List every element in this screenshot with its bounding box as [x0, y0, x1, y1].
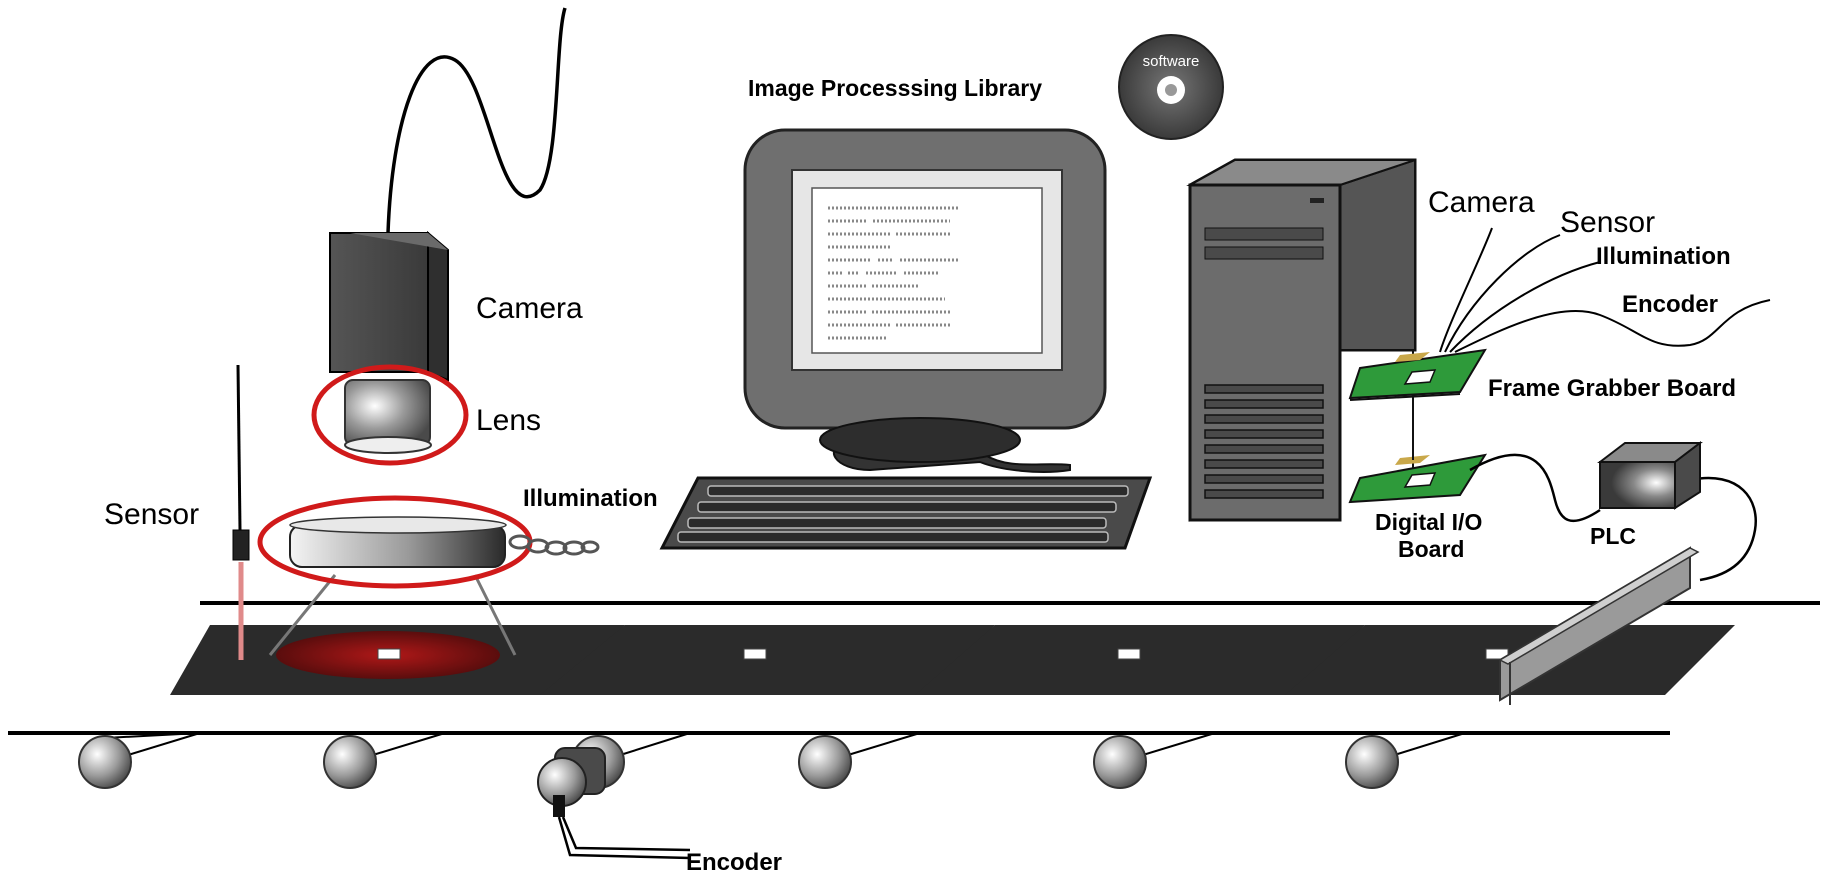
- camera-body: [330, 233, 428, 372]
- computer: [662, 130, 1150, 548]
- part-feature-1: [378, 649, 400, 659]
- lens-body: [345, 380, 430, 445]
- roller: [799, 733, 920, 788]
- sensor-body: [233, 530, 249, 560]
- label-sensor-right: Sensor: [1560, 206, 1655, 239]
- conveyor: [8, 548, 1820, 858]
- label-encoder-right: Encoder: [1622, 291, 1718, 318]
- label-frame-grabber-board: Frame Grabber Board: [1488, 375, 1736, 402]
- sensor-rod: [238, 365, 240, 530]
- label-encoder-bottom: Encoder: [686, 849, 782, 876]
- digital-io-board: [1350, 400, 1485, 502]
- label-image-processing-library: Image Processsing Library: [748, 75, 1042, 101]
- part-feature-3: [1118, 649, 1140, 659]
- camera-assembly: [233, 8, 598, 660]
- label-plc: PLC: [1590, 523, 1636, 549]
- roller: [324, 733, 445, 788]
- roller: [1094, 733, 1215, 788]
- part-feature-2: [744, 649, 766, 659]
- camera-body-side: [428, 233, 448, 380]
- cd-disc: [1119, 35, 1223, 139]
- label-lens: Lens: [476, 404, 541, 437]
- frame-grabber-board: [1350, 350, 1485, 400]
- monitor-screen: [812, 188, 1042, 353]
- conveyor-rollers: [79, 733, 1465, 788]
- label-illumination-left: Illumination: [523, 485, 658, 512]
- label-cd-software: software: [1143, 53, 1200, 70]
- pc-tower: [1190, 160, 1415, 520]
- plc-device: [1600, 443, 1700, 508]
- label-camera-left: Camera: [476, 292, 583, 325]
- label-digital-io-line1: Digital I/O: [1375, 509, 1482, 535]
- illumination-chain: [510, 536, 598, 554]
- label-camera-right: Camera: [1428, 186, 1535, 219]
- label-sensor-left: Sensor: [104, 498, 199, 531]
- camera-cable: [388, 8, 565, 233]
- roller: [79, 733, 200, 788]
- label-digital-io-line2: Board: [1398, 536, 1464, 562]
- roller: [1346, 733, 1465, 788]
- label-illumination-right: Illumination: [1596, 243, 1731, 270]
